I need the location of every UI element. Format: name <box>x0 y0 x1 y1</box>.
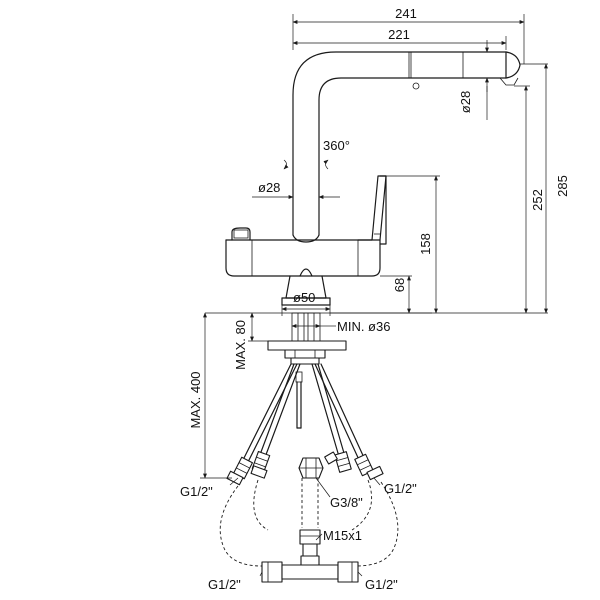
label-filter-hose: G3/8" <box>330 495 363 510</box>
filter-hose-fitting <box>298 457 324 479</box>
label-left-hose: G1/2" <box>180 484 213 499</box>
label-height-body: 68 <box>392 278 407 292</box>
dimension-lines <box>200 14 548 577</box>
right-hose-fittings <box>324 451 384 481</box>
label-spout-diameter: ø28 <box>458 91 473 113</box>
hoses <box>239 363 367 467</box>
label-height-lever: 158 <box>418 233 433 255</box>
label-spout-reach: 221 <box>388 27 410 42</box>
label-rotation: 360° <box>323 138 350 153</box>
tee-connector <box>261 555 359 583</box>
label-body-diameter: ø28 <box>258 180 280 195</box>
label-adapter: M15x1 <box>323 528 362 543</box>
label-right-hose: G1/2" <box>384 481 417 496</box>
dimension-labels: 241 221 ø28 360° ø28 285 252 158 68 ø50 … <box>188 6 570 429</box>
label-tee-left: G1/2" <box>208 577 241 592</box>
label-hose-max: MAX. 400 <box>188 371 203 428</box>
label-deck-max: MAX. 80 <box>233 320 248 370</box>
adapter-m15x1 <box>299 529 321 557</box>
hose-continuation <box>219 478 399 567</box>
connection-labels: G1/2" G1/2" G3/8" M15x1 G1/2" G1/2" <box>180 481 417 592</box>
label-height-spout: 252 <box>530 189 545 211</box>
left-hose-fittings <box>226 450 271 486</box>
label-height-total: 285 <box>555 175 570 197</box>
label-hole-min: MIN. ø36 <box>337 319 390 334</box>
faucet-outline <box>225 51 521 306</box>
label-overall-reach: 241 <box>395 6 417 21</box>
label-base-diameter: ø50 <box>293 290 315 305</box>
label-tee-right: G1/2" <box>365 577 398 592</box>
